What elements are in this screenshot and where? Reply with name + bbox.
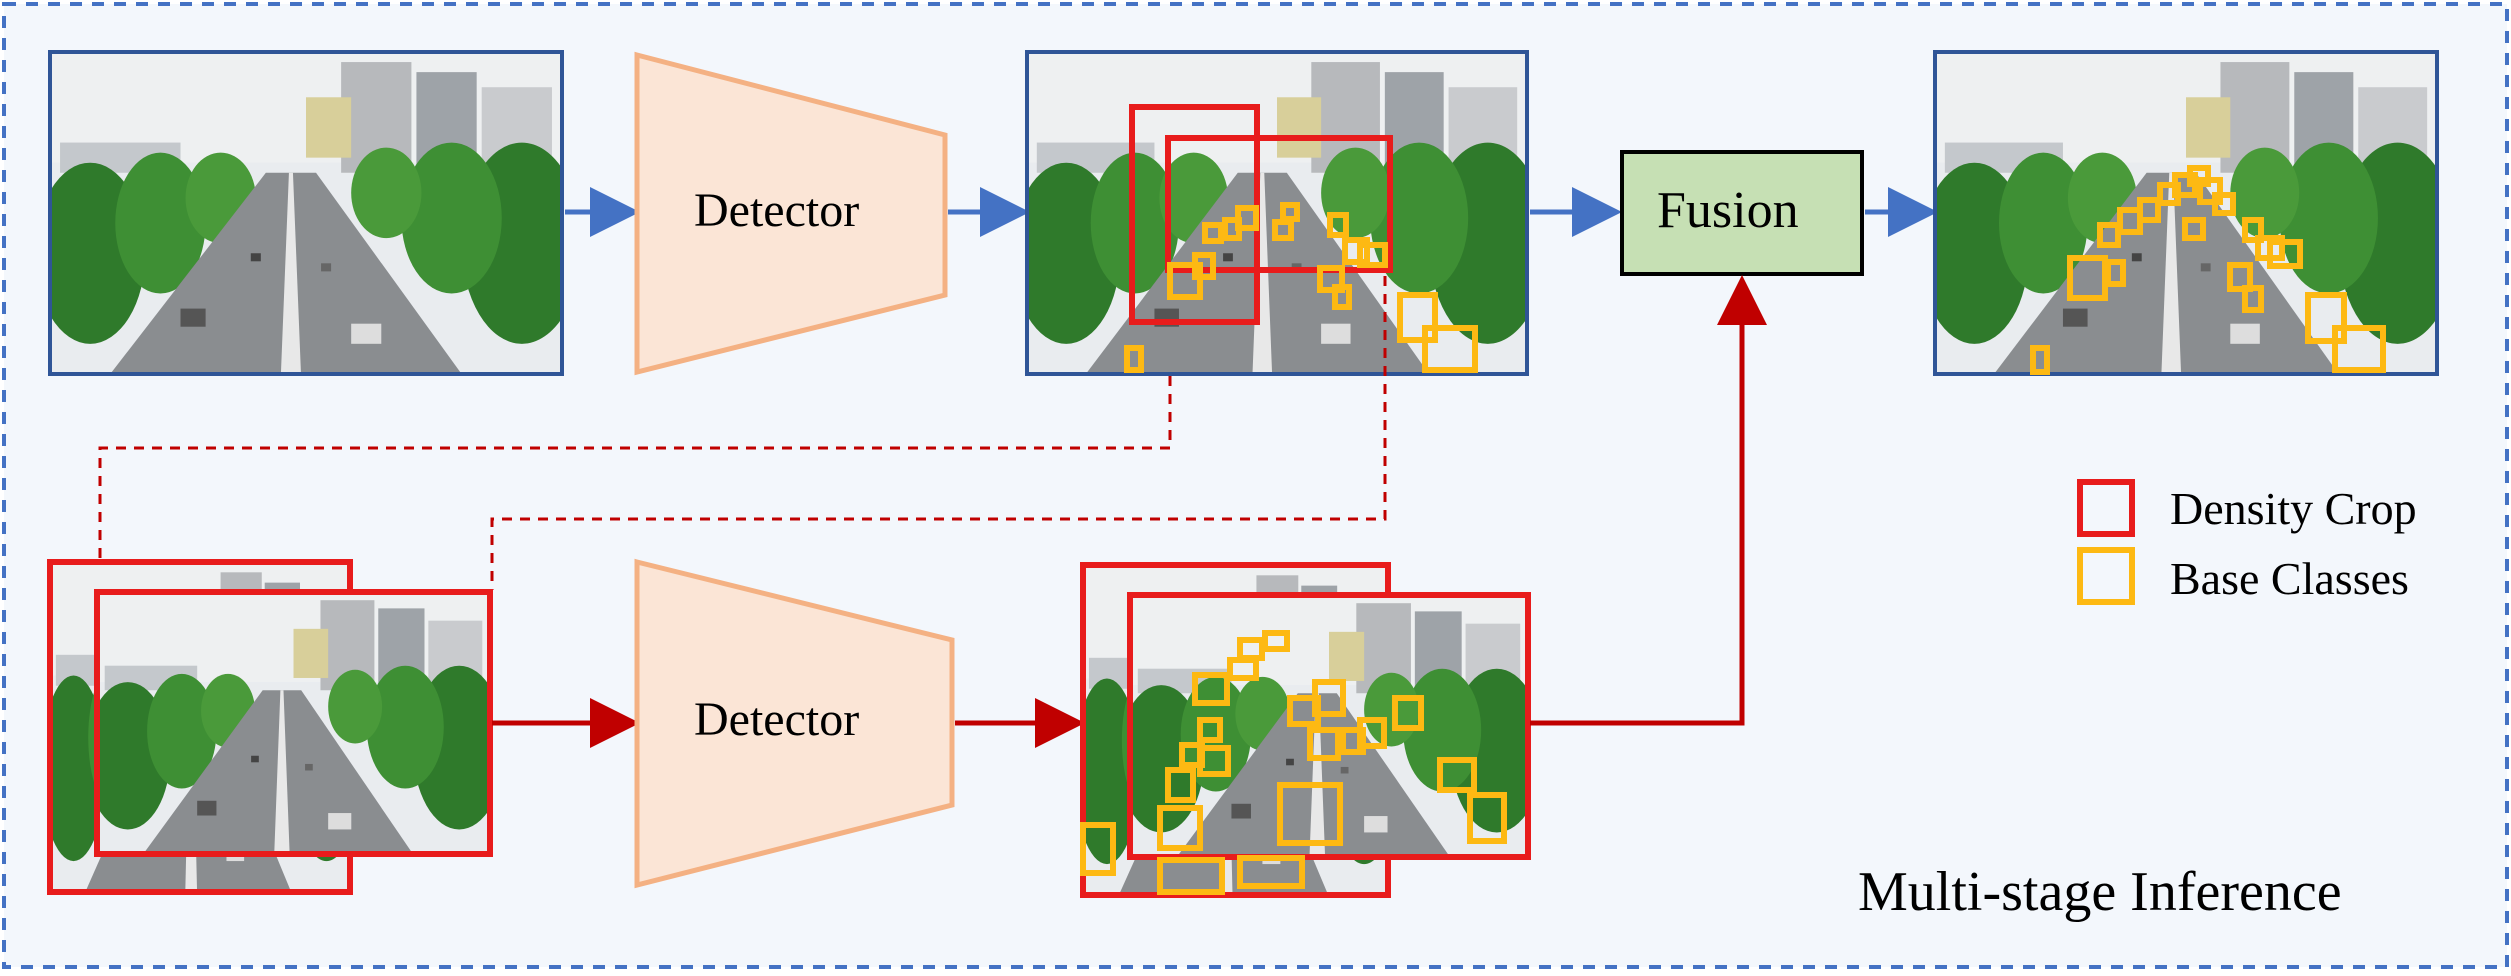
- crop-base-class-boxes: [1080, 630, 1507, 895]
- fused-output-image: [1933, 50, 2439, 376]
- panel-title: Multi-stage Inference: [1858, 861, 2342, 923]
- detected-street-image: [1025, 50, 1529, 376]
- crop-link-dashed-2: [490, 276, 1387, 590]
- legend-density-crop-swatch: [2077, 479, 2135, 537]
- input-street-image: [48, 50, 564, 376]
- legend-base-classes-swatch: [2077, 547, 2135, 605]
- crop-link-dashed-1: [98, 376, 1172, 590]
- fused-base-class-boxes: [2030, 165, 2386, 375]
- legend-base-classes-label: Base Classes: [2170, 553, 2409, 604]
- detector-top-shape: [634, 51, 948, 376]
- density-crop-box: [1165, 135, 1393, 273]
- base-class-boxes: [1124, 202, 1478, 373]
- density-crop-images: [47, 559, 493, 895]
- arrow-crop-detections-to-fusion: [1530, 275, 1767, 726]
- detector-label-bottom: Detector: [694, 693, 860, 746]
- crop-detection-images: [1080, 562, 1531, 898]
- detector-bottom-shape: [634, 558, 955, 889]
- fusion-box: [1620, 150, 1864, 276]
- fusion-label: Fusion: [1657, 182, 1799, 239]
- detector-label-top: Detector: [694, 184, 860, 237]
- legend-density-crop-label: Density Crop: [2170, 483, 2417, 534]
